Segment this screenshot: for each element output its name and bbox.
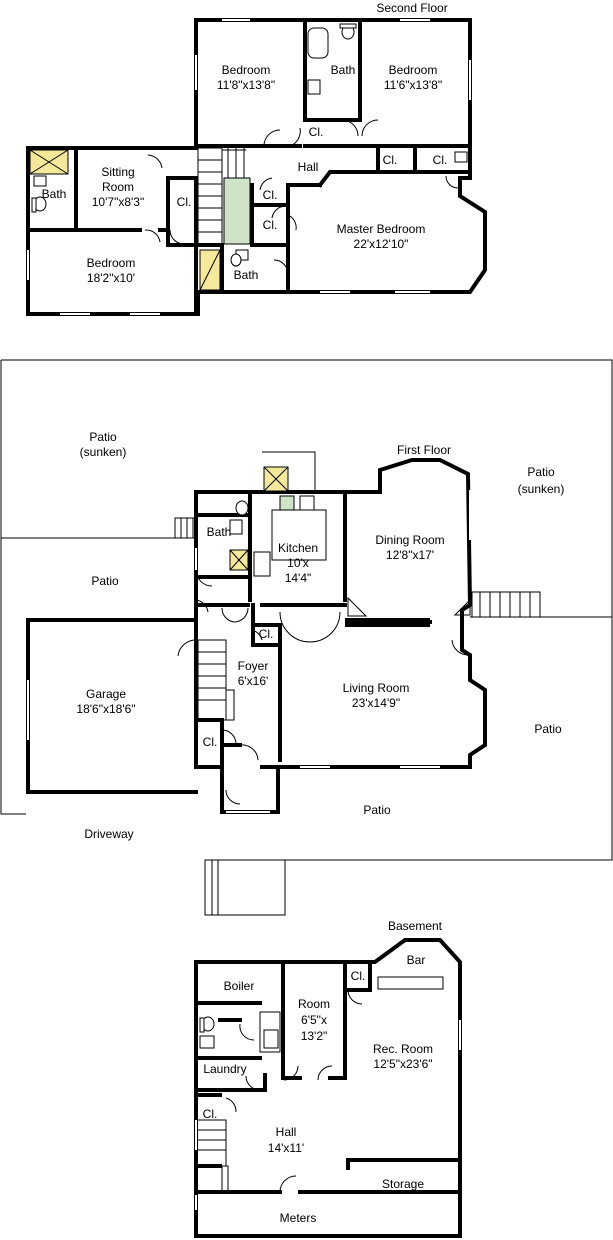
patio-ne-note: (sunken) bbox=[518, 482, 565, 496]
bedroom-c-label: Bedroom bbox=[87, 256, 136, 270]
dining-room-size: 12'8"x17' bbox=[386, 548, 434, 562]
meters-label: Meters bbox=[280, 1211, 317, 1225]
basement-title: Basement bbox=[388, 919, 443, 933]
storage-label: Storage bbox=[382, 1177, 424, 1191]
hall-label: Hall bbox=[276, 1125, 297, 1139]
bedroom-c-size: 18'2"x10' bbox=[87, 271, 135, 285]
closet-label: Cl. bbox=[383, 153, 398, 167]
closet-label: Cl. bbox=[263, 188, 278, 202]
bedroom-b-label: Bedroom bbox=[389, 63, 438, 77]
kitchen-height: 14'4" bbox=[285, 571, 312, 585]
rec-room-size: 12'5"x23'6" bbox=[373, 1057, 432, 1071]
sitting-room-size: 10'7"x8'3" bbox=[92, 195, 144, 209]
living-room-label: Living Room bbox=[343, 681, 410, 695]
bar-label: Bar bbox=[407, 953, 426, 967]
bath-top-label: Bath bbox=[331, 63, 356, 77]
closet-label: Cl. bbox=[203, 735, 218, 749]
first-floor-title: First Floor bbox=[397, 443, 451, 457]
basement: Basement bbox=[194, 919, 462, 1238]
master-bedroom-label: Master Bedroom bbox=[337, 222, 426, 236]
patio-w-label: Patio bbox=[91, 574, 119, 588]
driveway-label: Driveway bbox=[84, 827, 133, 841]
living-room-size: 23'x14'9" bbox=[352, 696, 400, 710]
bedroom-a-label: Bedroom bbox=[222, 63, 271, 77]
second-floor-title: Second Floor bbox=[376, 1, 447, 15]
boiler-label: Boiler bbox=[224, 979, 255, 993]
room-height: 13'2" bbox=[301, 1029, 328, 1043]
patio-e-label: Patio bbox=[534, 722, 562, 736]
laundry-label: Laundry bbox=[203, 1062, 246, 1076]
patio-ne-label: Patio bbox=[527, 465, 555, 479]
closet-label: Cl. bbox=[309, 125, 324, 139]
kitchen-width: 10'x bbox=[287, 556, 309, 570]
closet-label: Cl. bbox=[259, 627, 274, 641]
closet-label: Cl. bbox=[433, 153, 448, 167]
closet-label: Cl. bbox=[351, 969, 366, 983]
closet-label: Cl. bbox=[263, 218, 278, 232]
room-label: Room bbox=[298, 997, 330, 1011]
garage-label: Garage bbox=[86, 687, 126, 701]
hall-label: Hall bbox=[298, 160, 319, 174]
kitchen-label: Kitchen bbox=[278, 541, 318, 555]
closet-label: Cl. bbox=[203, 1107, 218, 1121]
bedroom-a-size: 11'8"x13'8" bbox=[217, 78, 275, 92]
sitting-room-label: Sitting bbox=[101, 165, 134, 179]
bath-left-label: Bath bbox=[42, 187, 67, 201]
hall-size: 14'x11' bbox=[268, 1141, 304, 1155]
rec-room-label: Rec. Room bbox=[373, 1042, 433, 1056]
foyer-label: Foyer bbox=[238, 659, 269, 673]
master-bedroom-size: 22'x12'10" bbox=[354, 237, 409, 251]
patio-nw-label: Patio bbox=[89, 430, 117, 444]
bath-label: Bath bbox=[207, 525, 232, 539]
closet-label: Cl. bbox=[177, 195, 192, 209]
dining-room-label: Dining Room bbox=[375, 533, 444, 547]
bedroom-b-size: 11'6"x13'8" bbox=[384, 78, 442, 92]
foyer-size: 6'x16' bbox=[238, 674, 269, 688]
sitting-room-label-2: Room bbox=[102, 180, 134, 194]
patio-s-label: Patio bbox=[363, 803, 391, 817]
first-floor: First Floor bbox=[0, 359, 613, 916]
room-width: 6'5"x bbox=[301, 1013, 327, 1027]
patio-nw-note: (sunken) bbox=[80, 445, 127, 459]
second-floor: Second Floor bbox=[26, 1, 487, 316]
garage-size: 18'6"x18'6" bbox=[76, 702, 135, 716]
bath-mid-label: Bath bbox=[234, 268, 259, 282]
